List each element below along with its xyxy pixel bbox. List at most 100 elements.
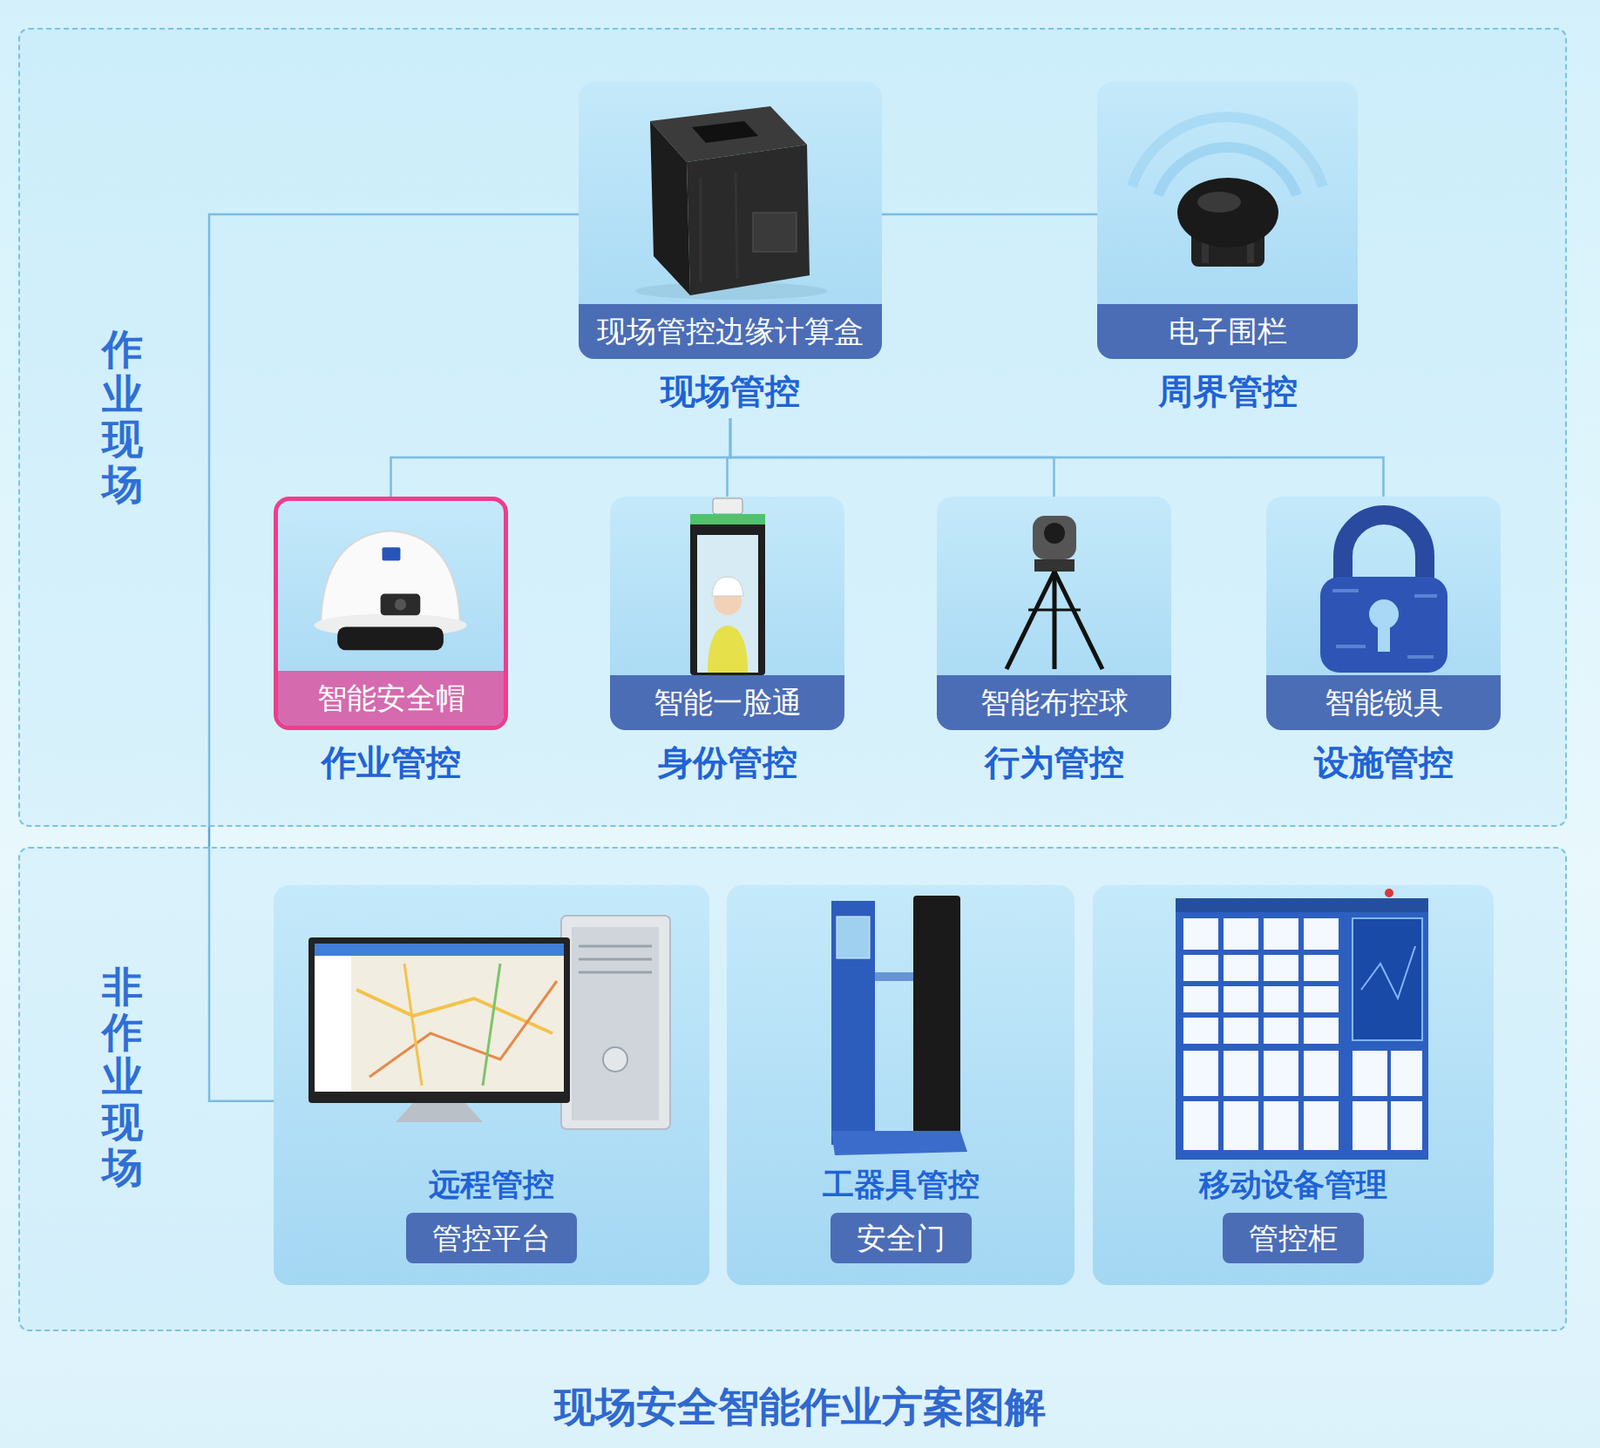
illustration-line [578,945,652,949]
illustration-rect [314,955,352,1092]
illustration-rect [1223,1101,1259,1151]
cabinet-art [1092,885,1494,1160]
device-node: 电子围栏周界管控 [1097,81,1358,419]
device-node: 智能锁具设施管控 [1266,496,1501,790]
illustration-rect [836,916,870,959]
region-label: 作业现场 [101,326,143,508]
device-card: 智能一脸通 [610,496,845,731]
control-heading: 周界管控 [1071,369,1384,414]
device-badge: 安全门 [830,1213,972,1264]
platform-card: 远程管控管控平台 [273,885,710,1286]
illustration-rect [690,514,766,676]
control-heading: 移动设备管理 [1092,1164,1494,1207]
illustration-line [735,172,738,279]
illustration-circle [603,1047,628,1072]
illustration-line [1028,609,1081,612]
illustration-rect [1352,918,1423,1041]
device-label: 现场管控边缘计算盒 [578,304,882,360]
illustration-rect [1377,618,1390,652]
device-label: 电子围栏 [1097,304,1358,360]
helmet-art [277,501,504,672]
device-label: 智能安全帽 [277,671,504,726]
illustration-rect [1320,576,1448,673]
illustration-rect [1335,644,1366,649]
illustration-path [711,576,744,597]
illustration-rect [913,895,961,1149]
illustration-rect [308,937,570,1104]
illustration-rect [1263,918,1299,950]
control-heading: 身份管控 [583,740,871,785]
badge-row: 管控平台 [273,1213,710,1268]
illustration-rect [1034,559,1075,572]
illustration-line [578,971,652,975]
illustration-rect [1407,655,1434,659]
illustration-rect [1303,986,1339,1013]
illustration-line [1052,571,1058,670]
fence-art [1097,81,1358,305]
illustration-path [482,963,501,1086]
illustration-rect [1303,1101,1339,1151]
illustration-rect [1223,1017,1259,1045]
illustration-rect [1183,1050,1219,1097]
illustration-rect [1332,589,1359,593]
platform-card: 移动设备管理管控柜 [1092,885,1494,1286]
control-heading: 工器具管控 [726,1164,1075,1207]
device-card: 智能布控球 [936,496,1172,731]
illustration-polygon [650,121,691,296]
illustration-rect [1303,1017,1339,1045]
illustration-circle [1044,522,1065,544]
device-card: 智能安全帽 [273,496,509,731]
illustration-rect [1263,955,1299,982]
device-label: 智能一脸通 [610,675,845,731]
illustration-line [1054,571,1103,670]
illustration-rect [1183,986,1219,1013]
illustration-rect [1223,918,1259,950]
edge-box-art [578,81,882,305]
device-card: 电子围栏 [1097,81,1358,360]
illustration-path [395,1103,483,1123]
region-label: 非作业现场 [101,964,143,1190]
illustration-line [1006,571,1055,670]
illustration-rect [1352,1101,1388,1151]
illustration-path [1342,515,1425,584]
device-node: 智能一脸通身份管控 [610,496,845,790]
device-badge: 管控柜 [1222,1213,1364,1264]
illustration-rect [1390,1050,1423,1097]
illustration-rect [1183,1017,1219,1045]
illustration-rect [561,915,671,1130]
illustration-g [1183,918,1423,1151]
face-terminal-art [610,496,845,676]
control-heading: 远程管控 [273,1164,710,1207]
platform-node: 远程管控管控平台 [273,885,710,1286]
platform-node: 移动设备管理管控柜 [1092,885,1494,1286]
control-heading: 设施管控 [1240,740,1527,785]
illustration-rect [874,972,914,982]
illustration-path [707,625,748,673]
illustration-rect [1223,1050,1259,1097]
illustration-rect [1390,1101,1423,1151]
control-heading: 行为管控 [910,740,1198,785]
illustration-rect [1303,918,1339,950]
device-badge: 管控平台 [406,1213,577,1264]
platform-card: 工器具管控安全门 [726,885,1075,1286]
illustration-rect [1183,955,1219,982]
illustration-rect [1263,986,1299,1013]
security-gate-art [726,885,1075,1160]
illustration-rect [1183,1101,1219,1151]
scene-region: 作业现场 现场管控边缘计算盒现场管控 电子围栏周界管控 智能安全帽作业管控 智能… [18,27,1567,828]
platform-node: 工器具管控安全门 [726,885,1075,1286]
device-node: 智能布控球行为管控 [936,496,1172,790]
illustration-rect [314,943,564,956]
illustration-rect [380,594,421,617]
illustration-path [1361,946,1416,999]
device-label: 智能锁具 [1266,675,1501,731]
illustration-rect [1263,1101,1299,1151]
badge-row: 管控柜 [1092,1213,1494,1268]
illustration-path [369,981,557,1078]
illustration-path [404,963,422,1086]
diagram-title: 现场安全智能作业方案图解 [0,1381,1600,1434]
illustration-circle [394,598,407,611]
illustration-rect [752,212,797,252]
device-label: 智能布控球 [936,675,1172,731]
